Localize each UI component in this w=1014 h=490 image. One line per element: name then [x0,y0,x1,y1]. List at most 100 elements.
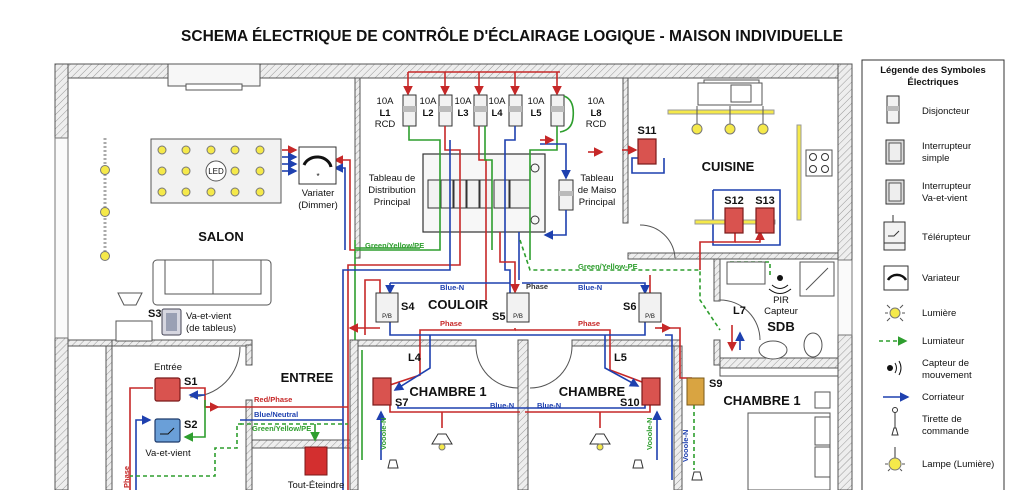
wire-label-blue: Blue-N [440,283,464,292]
cooktop [805,149,833,177]
distribution-panel-label: Tableau de [369,173,415,184]
breaker-l3[interactable] [473,94,488,127]
room-label-couloir: COULOIR [428,297,489,312]
main-panel-breaker[interactable] [558,179,574,211]
switch-s3-desc: (de tableus) [186,323,236,334]
wire-label-green: Green/Yellow/PE [252,424,311,433]
breaker-icon [886,95,900,124]
switch-s13[interactable] [755,207,775,234]
wire-label-vooole: Vooole-N [681,430,690,462]
legend-label: simple [922,153,949,164]
pir-label: Capteur [764,306,798,317]
switch-s3-desc: Va-et-vient [186,311,232,322]
led-panel: LED [150,138,282,204]
switch-s1[interactable] [154,377,181,402]
breaker-l2[interactable] [438,94,453,127]
breaker-rating: 10A [528,96,546,107]
room-label-chambre1: CHAMBRE 1 [409,384,486,399]
sink [697,82,763,106]
remote-switch-icon [883,215,906,251]
switch-s10[interactable] [641,377,661,406]
ceiling-lamp-icon [589,433,611,451]
led-strip [100,138,110,261]
legend-title: Électriques [907,77,958,88]
pb-label: P/B [513,314,523,320]
wiring [129,126,781,490]
legend-label: Capteur de [922,358,969,369]
room-label-cuisine: CUISINE [702,159,755,174]
legend-label: mouvement [922,370,972,381]
breaker-line: L5 [530,108,542,119]
light-icon [885,304,905,322]
breaker-l4[interactable] [508,94,523,127]
wire-label-phase: Phase [578,319,600,328]
wire-label-blue: Blue/Neutral [254,410,298,419]
wire-label-green: Green/Yellow/PE [365,241,424,250]
pull-cord-icon [891,407,899,436]
wall-lamp-icon [387,459,703,481]
switch-label-s3: S3 [148,308,161,320]
all-off-switch[interactable] [304,446,328,476]
breaker-type: RCD [586,119,607,130]
dimmer[interactable]: * [298,146,337,185]
breaker-l1[interactable] [402,94,417,127]
dimmer-label: Variater [302,188,335,199]
breaker-line: L2 [422,108,433,119]
remote-switch-s4[interactable]: P/B [375,292,399,323]
switch-s9[interactable] [686,377,705,406]
remote-switch-s6[interactable]: P/B [638,292,662,323]
breaker-row: 10A L1 RCD 10A L2 10A L3 10A L4 10A L5 1… [375,71,607,133]
table-lamp [115,292,153,342]
switch-label-s5: S5 [492,311,505,323]
switch-label-s6: S6 [623,301,636,313]
breaker-rating: 10A [588,96,606,107]
motion-sensor-icon [887,360,902,376]
wire-label-vooole: Vooole-N [645,418,654,450]
wire-label-blue: Blue-N [578,283,602,292]
desk [719,367,839,377]
switch-s2[interactable] [154,418,181,443]
remote-switch-s5[interactable]: P/B [506,292,530,323]
wire-label-phase: Phase [526,282,548,291]
switch-label-s1: S1 [184,376,197,388]
led-label: LED [208,167,224,176]
breaker-line: L3 [457,108,468,119]
breaker-type: RCD [375,119,396,130]
switch-s7[interactable] [372,377,392,406]
room-label-sdb: SDB [767,319,794,334]
sofa [152,259,272,306]
motion-sensor-icon [768,275,792,294]
room-label-chambre: CHAMBRE [559,384,626,399]
breaker-line: L8 [590,108,601,119]
switch-label-s13: S13 [755,195,775,207]
wire-label-phase: Phase [122,466,131,488]
pb-label: P/B [382,314,392,320]
line-label-l5: L5 [614,352,627,364]
wire-label-phase: Phase [440,319,462,328]
room-label-salon: SALON [198,229,244,244]
switch-s11[interactable] [637,138,657,165]
legend-label: Télérupteur [922,232,971,243]
legend: Légende des Symboles Électriques Disjonc… [861,59,1005,490]
breaker-l5[interactable] [550,94,565,127]
line-label-l4: L4 [408,352,422,364]
breaker-rating: 10A [455,96,473,107]
distribution-panel-label: Principal [374,197,410,208]
legend-label: Lampe (Lumière) [922,459,994,470]
legend-label: Lumiateur [922,336,964,347]
distribution-panel[interactable] [422,153,546,233]
legend-label: Lumière [922,308,956,319]
dimmer-icon [883,265,909,291]
wire-label-blue: Blue-N [490,401,514,410]
bed [747,391,831,490]
ceiling-lamp-icon [431,433,453,451]
pir-label: PIR [773,295,789,306]
switch-label-s12: S12 [724,195,744,207]
switch-label-s9: S9 [709,378,722,390]
switch-s3[interactable] [161,308,182,336]
switch-label-s11: S11 [638,125,657,137]
room-label-chambre1-right: CHAMBRE 1 [723,393,800,408]
legend-label: commande [922,426,969,437]
wire-label-red: Red/Phase [254,395,292,404]
switch-s12[interactable] [724,207,744,234]
